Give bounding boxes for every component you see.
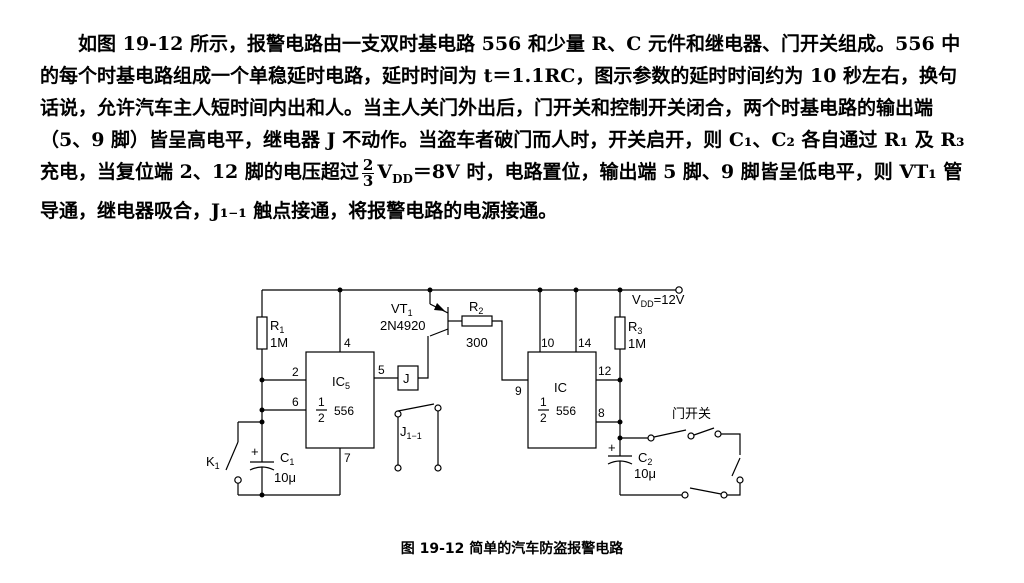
ic5-part: 556	[334, 404, 354, 418]
vt1-collector	[429, 328, 449, 337]
door-switch-contact	[687, 432, 695, 440]
ic5-pin-5: 5	[378, 363, 385, 377]
switch-k1-blade	[225, 441, 239, 471]
door-switch-wire	[721, 433, 741, 455]
c1-label: C1	[280, 450, 294, 467]
vt1-emitter-arrow	[434, 303, 445, 311]
junction-dot	[573, 287, 579, 293]
resistor-r1	[256, 316, 268, 350]
c2-plus: +	[608, 440, 616, 455]
c1-value: 10μ	[274, 470, 296, 485]
junction-dot	[259, 407, 265, 413]
ic-pin-10: 10	[541, 336, 555, 350]
junction-dot	[259, 377, 265, 383]
door-switch-contact	[681, 491, 689, 499]
ic-body	[527, 351, 597, 449]
relay-label: J	[403, 371, 410, 386]
r3-value: 1M	[628, 336, 646, 351]
j1-1-terminal-left	[394, 464, 402, 472]
paragraph-part-1: 如图 19-12 所示，报警电路由一支双时基电路 556 和少量 R、C 元件和…	[40, 33, 965, 183]
ic5-pin-2: 2	[292, 365, 299, 379]
door-switch-label: 门开关	[672, 406, 711, 421]
door-switch-blade	[693, 427, 715, 436]
ic-label: IC	[554, 380, 567, 395]
junction-dot	[537, 287, 543, 293]
j1-1-contact-left	[394, 410, 402, 418]
door-switch-contact	[647, 434, 655, 442]
description-paragraph: 如图 19-12 所示，报警电路由一支双时基电路 556 和少量 R、C 元件和…	[40, 28, 970, 227]
resistor-r3	[614, 316, 626, 350]
ic5-pin-4: 4	[344, 336, 351, 350]
ic5-frac-num: 1	[318, 395, 325, 409]
ic-frac-num: 1	[540, 395, 547, 409]
r2-value: 300	[466, 335, 488, 350]
door-switch-blade	[731, 457, 741, 477]
j1-1-blade	[397, 403, 435, 412]
r1-label: R1	[270, 318, 284, 335]
vt1-part: 2N4920	[380, 318, 426, 333]
c1-plus: +	[251, 444, 259, 459]
ic-frac-den: 2	[540, 411, 547, 425]
paragraph-part-3: ＝8V 时，电路置位，输出端 5 脚、9 脚皆呈低电平，则 VT₁ 管导通，继电…	[40, 161, 963, 222]
relay-to-vt1-wire	[418, 336, 429, 379]
vdd-label: VDD=12V	[632, 292, 685, 309]
r2-to-ic-pin9-wire	[492, 320, 528, 381]
ic5-pin-7: 7	[344, 451, 351, 465]
k1-label: K1	[206, 454, 220, 471]
c2-value: 10μ	[634, 466, 656, 481]
j1-1-contact-right	[434, 404, 442, 412]
r1-value: 1M	[270, 335, 288, 350]
vt1-label: VT1	[391, 301, 413, 318]
ic-part: 556	[556, 404, 576, 418]
door-switch-contact	[736, 476, 744, 484]
ic-pin-14: 14	[578, 336, 592, 350]
door-switch-blade	[689, 487, 722, 495]
ic-pin-9: 9	[515, 384, 522, 398]
paragraph-vdd-subscript: DD	[392, 171, 413, 186]
door-switch-blade	[653, 429, 687, 438]
ic5-frac-den: 2	[318, 411, 325, 425]
fraction-numerator: 2	[361, 155, 375, 174]
junction-dot	[259, 492, 265, 498]
r3-label: R3	[628, 319, 642, 336]
door-switch-contact	[720, 491, 728, 499]
vdd-terminal	[675, 286, 683, 294]
ic-pin-12: 12	[598, 364, 612, 378]
j1-1-terminal-right	[434, 464, 442, 472]
junction-dot	[617, 377, 623, 383]
j1-1-label: J1−1	[400, 424, 422, 441]
ic5-body	[305, 351, 375, 449]
ic5-label: IC5	[332, 374, 350, 391]
k1-contact	[234, 476, 242, 484]
ic-pin-8: 8	[598, 406, 605, 420]
paragraph-vdd: V	[377, 161, 393, 183]
junction-dot	[427, 287, 433, 293]
ic5-pin-6: 6	[292, 395, 299, 409]
fraction-denominator: 3	[362, 171, 374, 190]
c2-label: C2	[638, 450, 652, 467]
door-switch-contact	[714, 430, 722, 438]
resistor-r2	[461, 315, 493, 327]
r2-label: R2	[469, 299, 483, 316]
junction-dot	[617, 419, 623, 425]
door-switch-wire	[727, 483, 741, 496]
junction-dot	[259, 419, 265, 425]
figure-caption: 图 19-12 简单的汽车防盗报警电路	[400, 541, 624, 557]
